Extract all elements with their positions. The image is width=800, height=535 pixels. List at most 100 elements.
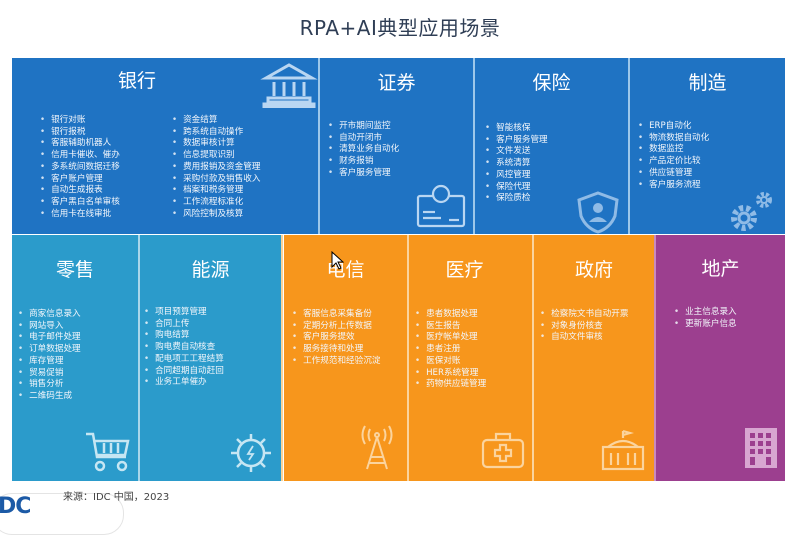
tile-title: 政府 <box>574 259 613 281</box>
tile-energy: 能源 项目预算管理 合同上传 购电结算 购电费自动核查 配电项工工程结算 合同超… <box>140 235 283 481</box>
list-item: 客户黑白名单审核 <box>40 197 120 209</box>
list-item: 库存管理 <box>18 356 81 368</box>
list-item: 更新账户信息 <box>674 319 737 331</box>
tile-title: 银行 <box>117 70 156 92</box>
list-item: 合同上传 <box>144 319 224 331</box>
tile-title: 制造 <box>688 72 727 94</box>
medical-kit-icon <box>481 432 525 469</box>
list-item: 产品定价比较 <box>638 156 709 168</box>
list-item: 风控管理 <box>485 170 548 182</box>
list-item: 销售分析 <box>18 379 81 391</box>
energy-list: 项目预算管理 合同上传 购电结算 购电费自动核查 配电项工工程结算 合同超期自动… <box>144 307 224 389</box>
insurance-list: 智能核保 客户服务管理 文件发送 系统清算 风控管理 保险代理 保险质检 <box>485 123 548 205</box>
list-item: 系统清算 <box>485 158 548 170</box>
tile-title: 零售 <box>55 259 94 281</box>
list-item: 文件发送 <box>485 146 548 158</box>
government-building-icon <box>601 429 645 471</box>
signal-tower-icon <box>361 425 393 470</box>
list-item: 信息提取识别 <box>172 150 260 162</box>
shield-user-icon <box>577 191 619 234</box>
tile-manufacturing: 制造 ERP自动化 物流数据自动化 数据监控 产品定价比较 供应链管理 客户服务… <box>630 58 785 234</box>
list-item: 定期分析上传数据 <box>292 321 380 333</box>
list-item: 服务接待和处理 <box>292 344 380 356</box>
list-item: 电子邮件处理 <box>18 332 81 344</box>
list-item: 财务报销 <box>328 156 399 168</box>
tile-title: 证券 <box>377 72 416 94</box>
list-item: ERP自动化 <box>638 121 709 133</box>
manufacturing-list: ERP自动化 物流数据自动化 数据监控 产品定价比较 供应链管理 客户服务流程 <box>638 121 709 191</box>
government-list: 检察院文书自动开票 对象身份核查 自动文件审核 <box>540 309 628 344</box>
list-item: 数据审核计算 <box>172 138 260 150</box>
tile-healthcare: 医疗 患者数据处理 医生报告 医疗帐单处理 患者注册 医保对账 HER系统管理 … <box>409 235 534 481</box>
list-item: 配电项工工程结算 <box>144 354 224 366</box>
list-item: 信用卡催收、催办 <box>40 150 120 162</box>
source-note: 来源：IDC 中国，2023 <box>63 492 170 503</box>
list-item: 资金结算 <box>172 115 260 127</box>
tile-government: 政府 检察院文书自动开票 对象身份核查 自动文件审核 <box>534 235 656 481</box>
list-item: 客服信息采集备份 <box>292 309 380 321</box>
real-estate-list: 业主信息录入 更新账户信息 <box>674 307 737 330</box>
tile-telecom: 电信 客服信息采集备份 定期分析上传数据 客户服务提效 服务接待和处理 工作规范… <box>284 235 409 481</box>
list-item: 信用卡在线审批 <box>40 209 120 221</box>
list-item: 供应链管理 <box>638 168 709 180</box>
list-item: 客户服务提效 <box>292 332 380 344</box>
list-item: 购电费自动核查 <box>144 342 224 354</box>
tile-insurance: 保险 智能核保 客户服务管理 文件发送 系统清算 风控管理 保险代理 保险质检 <box>475 58 630 234</box>
list-item: 客户服务管理 <box>328 168 399 180</box>
energy-gear-icon <box>231 434 271 472</box>
idc-logo: DC <box>0 494 31 519</box>
retail-list: 商家信息录入 网站导入 电子邮件处理 订单数据处理 库存管理 贸易促销 销售分析… <box>18 309 81 403</box>
mouse-cursor-icon <box>331 251 344 270</box>
tile-title: 保险 <box>532 72 571 94</box>
list-item: 自动开闭市 <box>328 133 399 145</box>
list-item: 对象身份核查 <box>540 321 628 333</box>
tile-retail: 零售 商家信息录入 网站导入 电子邮件处理 订单数据处理 库存管理 贸易促销 销… <box>12 235 140 481</box>
list-item: 患者注册 <box>415 344 486 356</box>
tile-real-estate: 地产 业主信息录入 更新账户信息 <box>656 235 785 481</box>
list-item: 智能核保 <box>485 123 548 135</box>
list-item: 物流数据自动化 <box>638 133 709 145</box>
cart-icon <box>86 432 130 472</box>
gears-icon <box>731 192 772 231</box>
list-item: 风险控制及核算 <box>172 209 260 221</box>
tile-banking: 银行 银行对账 银行报税 客服辅助机器人 信用卡催收、催办 多系统间数据迁移 客… <box>12 58 320 234</box>
list-item: 客户服务流程 <box>638 180 709 192</box>
list-item: 患者数据处理 <box>415 309 486 321</box>
list-item: 药物供应链管理 <box>415 379 486 391</box>
id-card-icon <box>416 184 466 228</box>
list-item: 客户账户管理 <box>40 174 120 186</box>
tile-title: 能源 <box>191 259 230 281</box>
securities-list: 开市期间监控 自动开闭市 清算业务自动化 财务报销 客户服务管理 <box>328 121 399 180</box>
list-item: 商家信息录入 <box>18 309 81 321</box>
bank-icon <box>260 63 318 108</box>
list-item: 检察院文书自动开票 <box>540 309 628 321</box>
page-title: RPA+AI典型应用场景 <box>299 16 501 40</box>
banking-list-left: 银行对账 银行报税 客服辅助机器人 信用卡催收、催办 多系统间数据迁移 客户账户… <box>40 115 120 220</box>
list-item: 保险质检 <box>485 193 548 205</box>
healthcare-list: 患者数据处理 医生报告 医疗帐单处理 患者注册 医保对账 HER系统管理 药物供… <box>415 309 486 391</box>
list-item: 客服辅助机器人 <box>40 138 120 150</box>
list-item: 合同超期自动赶回 <box>144 366 224 378</box>
list-item: 自动生成报表 <box>40 185 120 197</box>
list-item: 银行报税 <box>40 127 120 139</box>
list-item: 费用报销及资金管理 <box>172 162 260 174</box>
list-item: 项目预算管理 <box>144 307 224 319</box>
tile-title: 地产 <box>701 258 740 280</box>
tile-securities: 证券 开市期间监控 自动开闭市 清算业务自动化 财务报销 客户服务管理 <box>320 58 475 234</box>
list-item: HER系统管理 <box>415 368 486 380</box>
telecom-list: 客服信息采集备份 定期分析上传数据 客户服务提效 服务接待和处理 工作规范和经验… <box>292 309 380 368</box>
office-building-icon <box>745 428 777 468</box>
tile-title: 电信 <box>326 259 365 281</box>
list-item: 业主信息录入 <box>674 307 737 319</box>
list-item: 购电结算 <box>144 330 224 342</box>
list-item: 数据监控 <box>638 144 709 156</box>
list-item: 客户服务管理 <box>485 135 548 147</box>
list-item: 银行对账 <box>40 115 120 127</box>
list-item: 多系统间数据迁移 <box>40 162 120 174</box>
list-item: 保险代理 <box>485 182 548 194</box>
list-item: 医保对账 <box>415 356 486 368</box>
list-item: 跨系统自动操作 <box>172 127 260 139</box>
list-item: 贸易促销 <box>18 368 81 380</box>
list-item: 医生报告 <box>415 321 486 333</box>
tile-title: 医疗 <box>445 259 484 281</box>
